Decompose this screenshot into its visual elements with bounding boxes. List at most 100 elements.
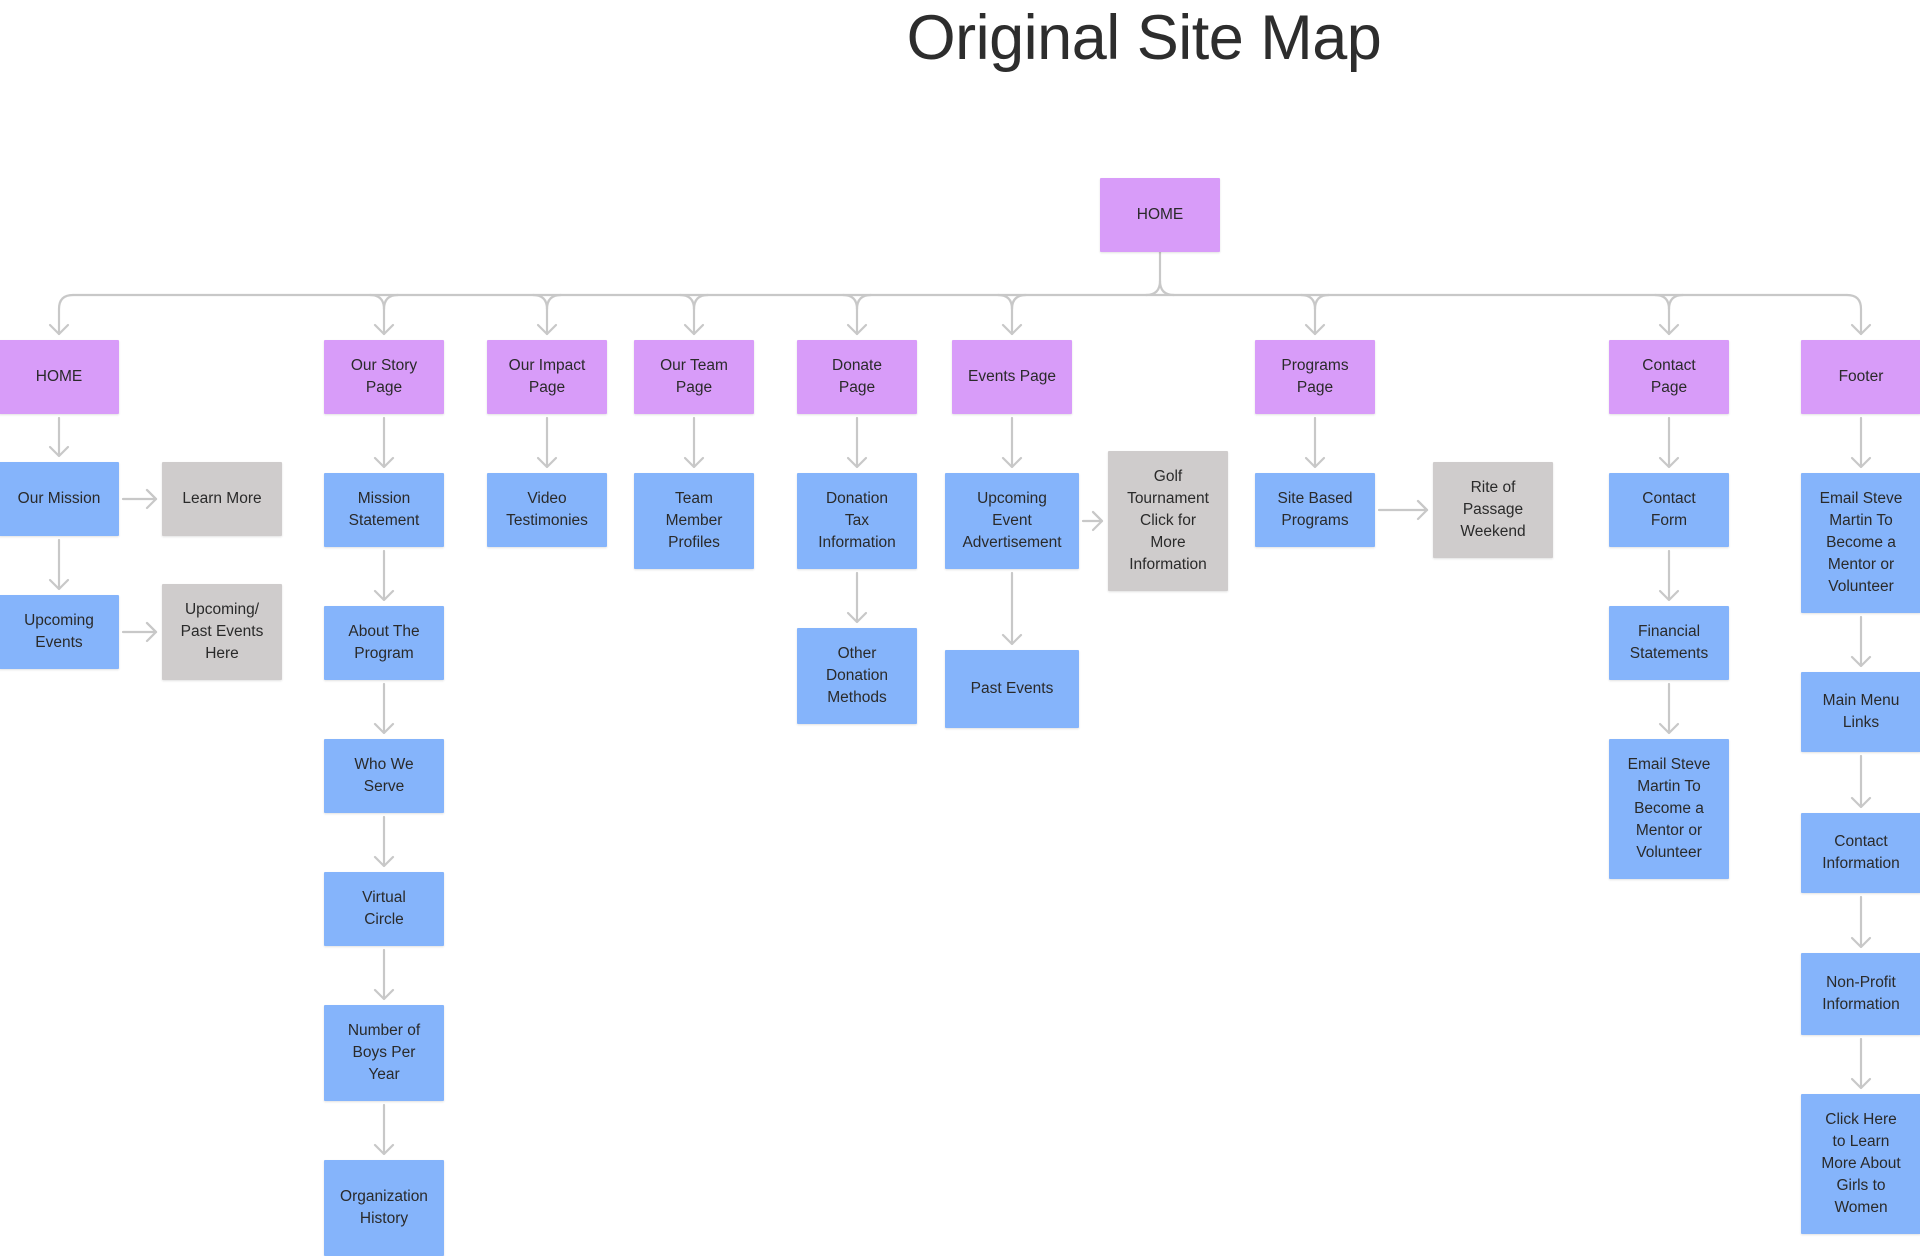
- page-node-home-label: HOME: [35, 368, 83, 385]
- content-node-our-story-5: Organization History: [324, 1160, 444, 1256]
- branch-our-story-r: [382, 293, 400, 311]
- content-node-contact-0-label: Contact Form: [1642, 490, 1696, 529]
- content-node-footer-2: Contact Information: [1801, 813, 1920, 893]
- arrow-our-story-3: [373, 815, 395, 868]
- arrow-programs-0: [1304, 416, 1326, 469]
- arrow-our-impact-0: [536, 416, 558, 469]
- arrow-home-extra-1-head: [145, 621, 158, 643]
- page-node-our-impact-label: Our Impact Page: [508, 357, 586, 396]
- content-node-footer-2-label: Contact Information: [1822, 833, 1900, 872]
- content-node-footer-4: Click Here to Learn More About Girls to …: [1801, 1094, 1920, 1234]
- extra-node-programs-0-label: Rite of Passage Weekend: [1460, 479, 1526, 540]
- arrow-contact-0: [1658, 416, 1680, 469]
- content-node-our-story-2: Who We Serve: [324, 739, 444, 813]
- branch-our-impact-r: [545, 293, 563, 311]
- arrow-donate-0: [846, 416, 868, 469]
- content-node-home-0: Our Mission: [0, 462, 119, 536]
- content-node-donate-1: Other Donation Methods: [797, 628, 917, 724]
- arrow-donate-1: [846, 571, 868, 624]
- content-node-home-1: Upcoming Events: [0, 595, 119, 669]
- extra-node-programs-0: Rite of Passage Weekend: [1433, 462, 1553, 558]
- content-node-donate-0-label: Donation Tax Information: [818, 490, 896, 551]
- page-node-donate-label: Donate Page: [832, 357, 882, 396]
- branch-programs-r: [1313, 293, 1331, 311]
- page-node-our-story-label: Our Story Page: [350, 357, 418, 396]
- page-node-events-label: Events Page: [968, 368, 1056, 385]
- arrow-footer-0: [1850, 416, 1872, 469]
- page-node-contact-label: Contact Page: [1642, 357, 1696, 396]
- branch-events-head: [1001, 323, 1023, 336]
- content-node-our-story-2-label: Who We Serve: [354, 756, 414, 795]
- content-node-contact-0: Contact Form: [1609, 473, 1729, 547]
- branch-home-head: [48, 323, 70, 336]
- content-node-our-impact-0-label: Video Testimonies: [506, 490, 588, 529]
- content-node-our-impact-0: Video Testimonies: [487, 473, 607, 547]
- arrow-footer-2: [1850, 754, 1872, 809]
- content-node-our-story-5-label: Organization History: [340, 1188, 428, 1227]
- arrow-footer-3: [1850, 895, 1872, 949]
- root-home-node: HOME: [1100, 178, 1220, 252]
- extra-node-home-0: Learn More: [162, 462, 282, 536]
- content-node-footer-3: Non-Profit Information: [1801, 953, 1920, 1035]
- content-node-our-story-1-label: About The Program: [348, 623, 420, 662]
- arrow-contact-1: [1658, 549, 1680, 602]
- extra-node-events-0-label: Golf Tournament Click for More Informati…: [1127, 468, 1209, 573]
- page-node-footer-label: Footer: [1838, 368, 1884, 385]
- page-node-our-team-label: Our Team Page: [660, 357, 728, 396]
- branch-donate-head: [846, 323, 868, 336]
- branch-our-story-head: [373, 323, 395, 336]
- arrow-events-extra-0-head: [1091, 510, 1104, 532]
- content-node-footer-4-label: Click Here to Learn More About Girls to …: [1821, 1111, 1901, 1216]
- content-node-events-0-label: Upcoming Event Advertisement: [962, 490, 1062, 551]
- page-node-contact: Contact Page: [1609, 340, 1729, 414]
- arrow-footer-4: [1850, 1037, 1872, 1090]
- page-node-programs: Programs Page: [1255, 340, 1375, 414]
- content-node-footer-1-label: Main Menu Links: [1822, 692, 1900, 731]
- content-node-programs-0: Site Based Programs: [1255, 473, 1375, 547]
- branch-home: [57, 293, 75, 336]
- content-node-home-0-label: Our Mission: [17, 490, 101, 507]
- arrow-our-story-0: [373, 416, 395, 469]
- content-node-donate-0: Donation Tax Information: [797, 473, 917, 569]
- content-node-footer-3-label: Non-Profit Information: [1822, 974, 1900, 1013]
- branch-our-team-r: [692, 293, 710, 311]
- arrow-home-0: [48, 416, 70, 458]
- content-node-events-1-label: Past Events: [970, 680, 1054, 697]
- content-node-events-1: Past Events: [945, 650, 1079, 728]
- content-node-our-story-0: Mission Statement: [324, 473, 444, 547]
- content-node-our-story-1: About The Program: [324, 606, 444, 680]
- branch-contact-r: [1667, 293, 1685, 311]
- branch-contact-head: [1658, 323, 1680, 336]
- branch-footer: [1845, 293, 1863, 336]
- page-node-footer: Footer: [1801, 340, 1920, 414]
- content-node-donate-1-label: Other Donation Methods: [825, 645, 889, 706]
- page-node-home: HOME: [0, 340, 119, 414]
- branch-footer-head: [1850, 323, 1872, 336]
- extra-node-home-0-label: Learn More: [182, 490, 262, 507]
- extra-node-home-1-label: Upcoming/ Past Events Here: [180, 601, 264, 662]
- arrow-our-story-1: [373, 549, 395, 602]
- content-node-footer-0-label: Email Steve Martin To Become a Mentor or…: [1819, 490, 1903, 595]
- diagram-title: Original Site Map: [906, 3, 1382, 73]
- content-node-our-team-0: Team Member Profiles: [634, 473, 754, 569]
- branch-our-team-head: [683, 323, 705, 336]
- branch-events-r: [1010, 293, 1028, 311]
- content-node-contact-2-label: Email Steve Martin To Become a Mentor or…: [1627, 756, 1711, 861]
- content-node-programs-0-label: Site Based Programs: [1277, 490, 1353, 529]
- content-node-home-1-label: Upcoming Events: [24, 612, 94, 651]
- extra-node-home-1: Upcoming/ Past Events Here: [162, 584, 282, 680]
- arrow-home-extra-0-head: [145, 488, 158, 510]
- arrow-our-story-5: [373, 1103, 395, 1156]
- branch-programs-head: [1304, 323, 1326, 336]
- arrow-our-story-2: [373, 682, 395, 735]
- branch-donate-r: [855, 293, 873, 311]
- content-node-footer-0: Email Steve Martin To Become a Mentor or…: [1801, 473, 1920, 613]
- content-node-contact-1-label: Financial Statements: [1629, 623, 1709, 662]
- arrow-programs-extra-0-head: [1416, 499, 1429, 521]
- page-node-our-story: Our Story Page: [324, 340, 444, 414]
- arrow-our-team-0: [683, 416, 705, 469]
- content-node-events-0: Upcoming Event Advertisement: [945, 473, 1079, 569]
- page-node-our-team: Our Team Page: [634, 340, 754, 414]
- content-node-contact-1: Financial Statements: [1609, 606, 1729, 680]
